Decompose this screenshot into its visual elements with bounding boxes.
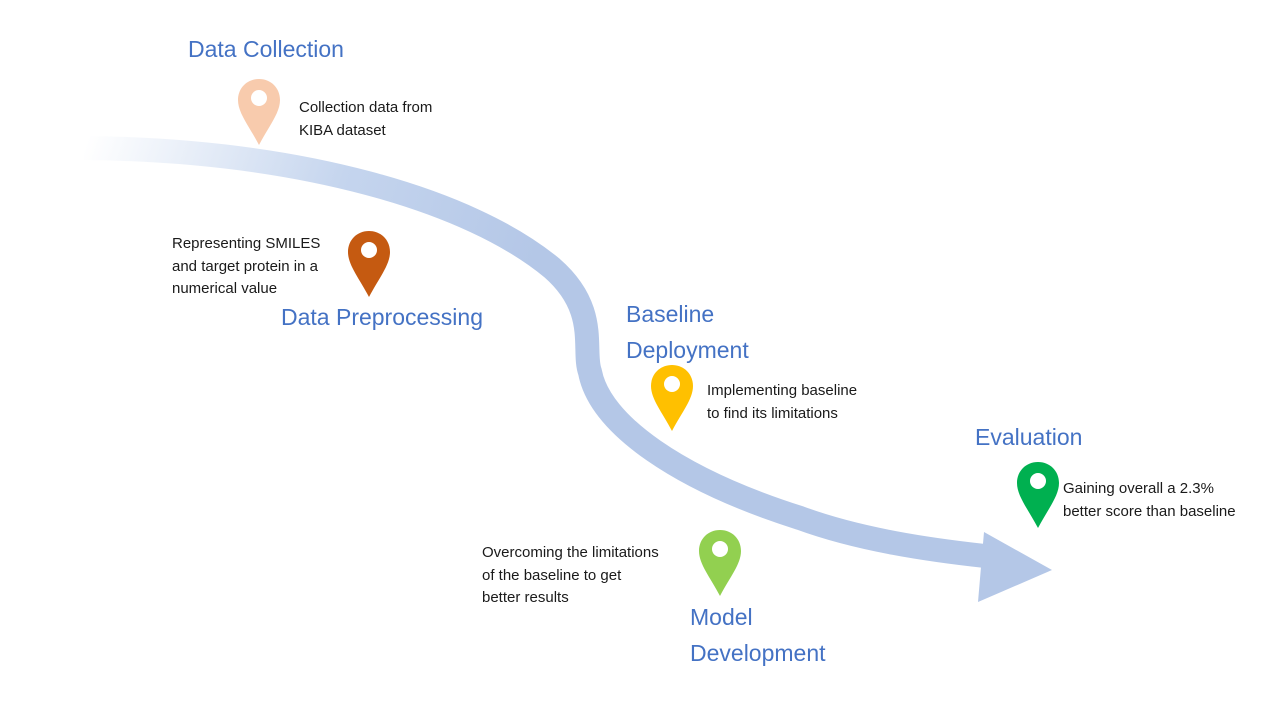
map-pin-icon xyxy=(238,79,280,145)
stage-title-line: Deployment xyxy=(626,337,749,363)
stage-title-data-preprocessing: Data Preprocessing xyxy=(281,299,483,335)
stage-description-baseline-deployment: Implementing baseline to find its limita… xyxy=(707,382,858,422)
stage-title-model-development: Model Development xyxy=(690,599,826,671)
stage-title-line: Data Preprocessing xyxy=(281,304,483,330)
arrow-head-icon xyxy=(978,532,1052,602)
map-pin-icon xyxy=(348,231,390,297)
flow-band xyxy=(83,136,987,568)
stage-description-data-collection: Collection data from KIBA dataset xyxy=(299,99,433,139)
stage-description-evaluation: Gaining overall a 2.3% better score than… xyxy=(1063,480,1236,520)
stage-title-line: Baseline xyxy=(626,301,715,327)
stage-title-line: Evaluation xyxy=(975,424,1083,450)
stage-title-line: Development xyxy=(690,640,826,666)
stage-title-evaluation: Evaluation xyxy=(975,419,1082,455)
map-pin-icon xyxy=(651,365,693,431)
map-pin-icon xyxy=(699,530,741,596)
map-pin-icon xyxy=(1017,462,1059,528)
stage-title-line: Model xyxy=(690,604,753,630)
stage-description-model-development: Overcoming the limitations of the baseli… xyxy=(482,544,659,606)
stage-title-line: Data Collection xyxy=(188,36,344,62)
stage-description-data-preprocessing: Representing SMILES and target protein i… xyxy=(172,235,321,297)
stage-title-baseline-deployment: Baseline Deployment xyxy=(626,296,749,368)
stage-title-data-collection: Data Collection xyxy=(188,31,344,67)
